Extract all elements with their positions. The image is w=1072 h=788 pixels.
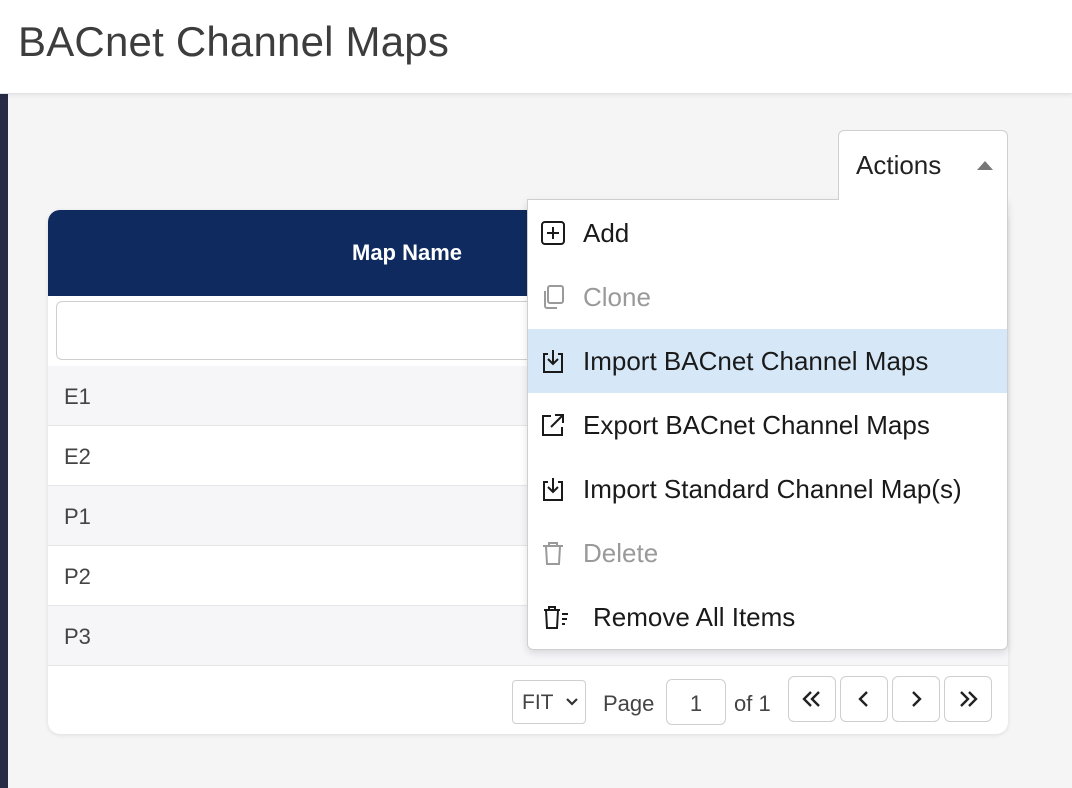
menu-item-delete[interactable]: Delete xyxy=(528,521,1007,585)
menu-item-label: Add xyxy=(583,218,630,248)
pagination-bar: FIT Page 1 of 1 xyxy=(48,666,1008,734)
export-icon xyxy=(542,414,564,436)
trash-list-icon xyxy=(544,606,568,629)
page-label: Page xyxy=(603,691,655,716)
menu-item-label: Remove All Items xyxy=(593,602,796,632)
menu-item-export-bacnet-channel-maps[interactable]: Export BACnet Channel Maps xyxy=(528,393,1007,457)
menu-item-label: Import BACnet Channel Maps xyxy=(583,346,929,376)
caret-up-icon xyxy=(977,161,993,170)
menu-item-label: Export BACnet Channel Maps xyxy=(583,410,930,440)
page-size-value: FIT xyxy=(522,691,554,714)
next-page-button[interactable] xyxy=(892,676,940,722)
trash-icon xyxy=(543,542,563,565)
chevron-down-icon xyxy=(566,698,578,706)
page-title: BACnet Channel Maps xyxy=(18,18,450,65)
plus-square-icon xyxy=(541,221,565,245)
menu-item-import-bacnet-channel-maps[interactable]: Import BACnet Channel Maps xyxy=(528,329,1007,393)
menu-item-remove-all-items[interactable]: Remove All Items xyxy=(528,585,1007,649)
row-map-name: E1 xyxy=(64,384,91,409)
row-map-name: E2 xyxy=(64,444,91,469)
first-page-button[interactable] xyxy=(788,676,836,722)
page-number-input[interactable]: 1 xyxy=(666,679,726,725)
row-map-name: P1 xyxy=(64,504,91,529)
chevron-right-icon xyxy=(912,691,922,707)
page-size-select[interactable]: FIT xyxy=(512,680,586,724)
last-page-button[interactable] xyxy=(944,676,992,722)
menu-item-label: Clone xyxy=(583,282,651,312)
copy-icon xyxy=(544,285,564,309)
row-map-name: P2 xyxy=(64,564,91,589)
import-icon xyxy=(543,350,563,373)
chevron-left-icon xyxy=(858,691,868,707)
menu-item-clone[interactable]: Clone xyxy=(528,265,1007,329)
column-header-map-name[interactable]: Map Name xyxy=(352,240,463,265)
actions-label: Actions xyxy=(856,150,942,180)
menu-item-label: Import Standard Channel Map(s) xyxy=(583,474,962,504)
previous-page-button[interactable] xyxy=(840,676,888,722)
side-nav-strip xyxy=(0,94,8,788)
double-chevron-right-icon xyxy=(960,691,978,707)
menu-item-add[interactable]: Add xyxy=(528,201,1007,265)
page-header: BACnet Channel Maps xyxy=(0,0,1072,94)
double-chevron-left-icon xyxy=(802,691,820,707)
menu-item-import-standard-channel-maps[interactable]: Import Standard Channel Map(s) xyxy=(528,457,1007,521)
actions-menu: Add Clone Import BACnet Channel Maps Exp… xyxy=(527,199,1008,650)
row-map-name: P3 xyxy=(64,624,91,649)
actions-button[interactable]: Actions xyxy=(838,130,1008,200)
menu-item-label: Delete xyxy=(583,538,659,568)
page-count-label: of 1 xyxy=(734,691,771,716)
import-icon xyxy=(543,478,563,501)
